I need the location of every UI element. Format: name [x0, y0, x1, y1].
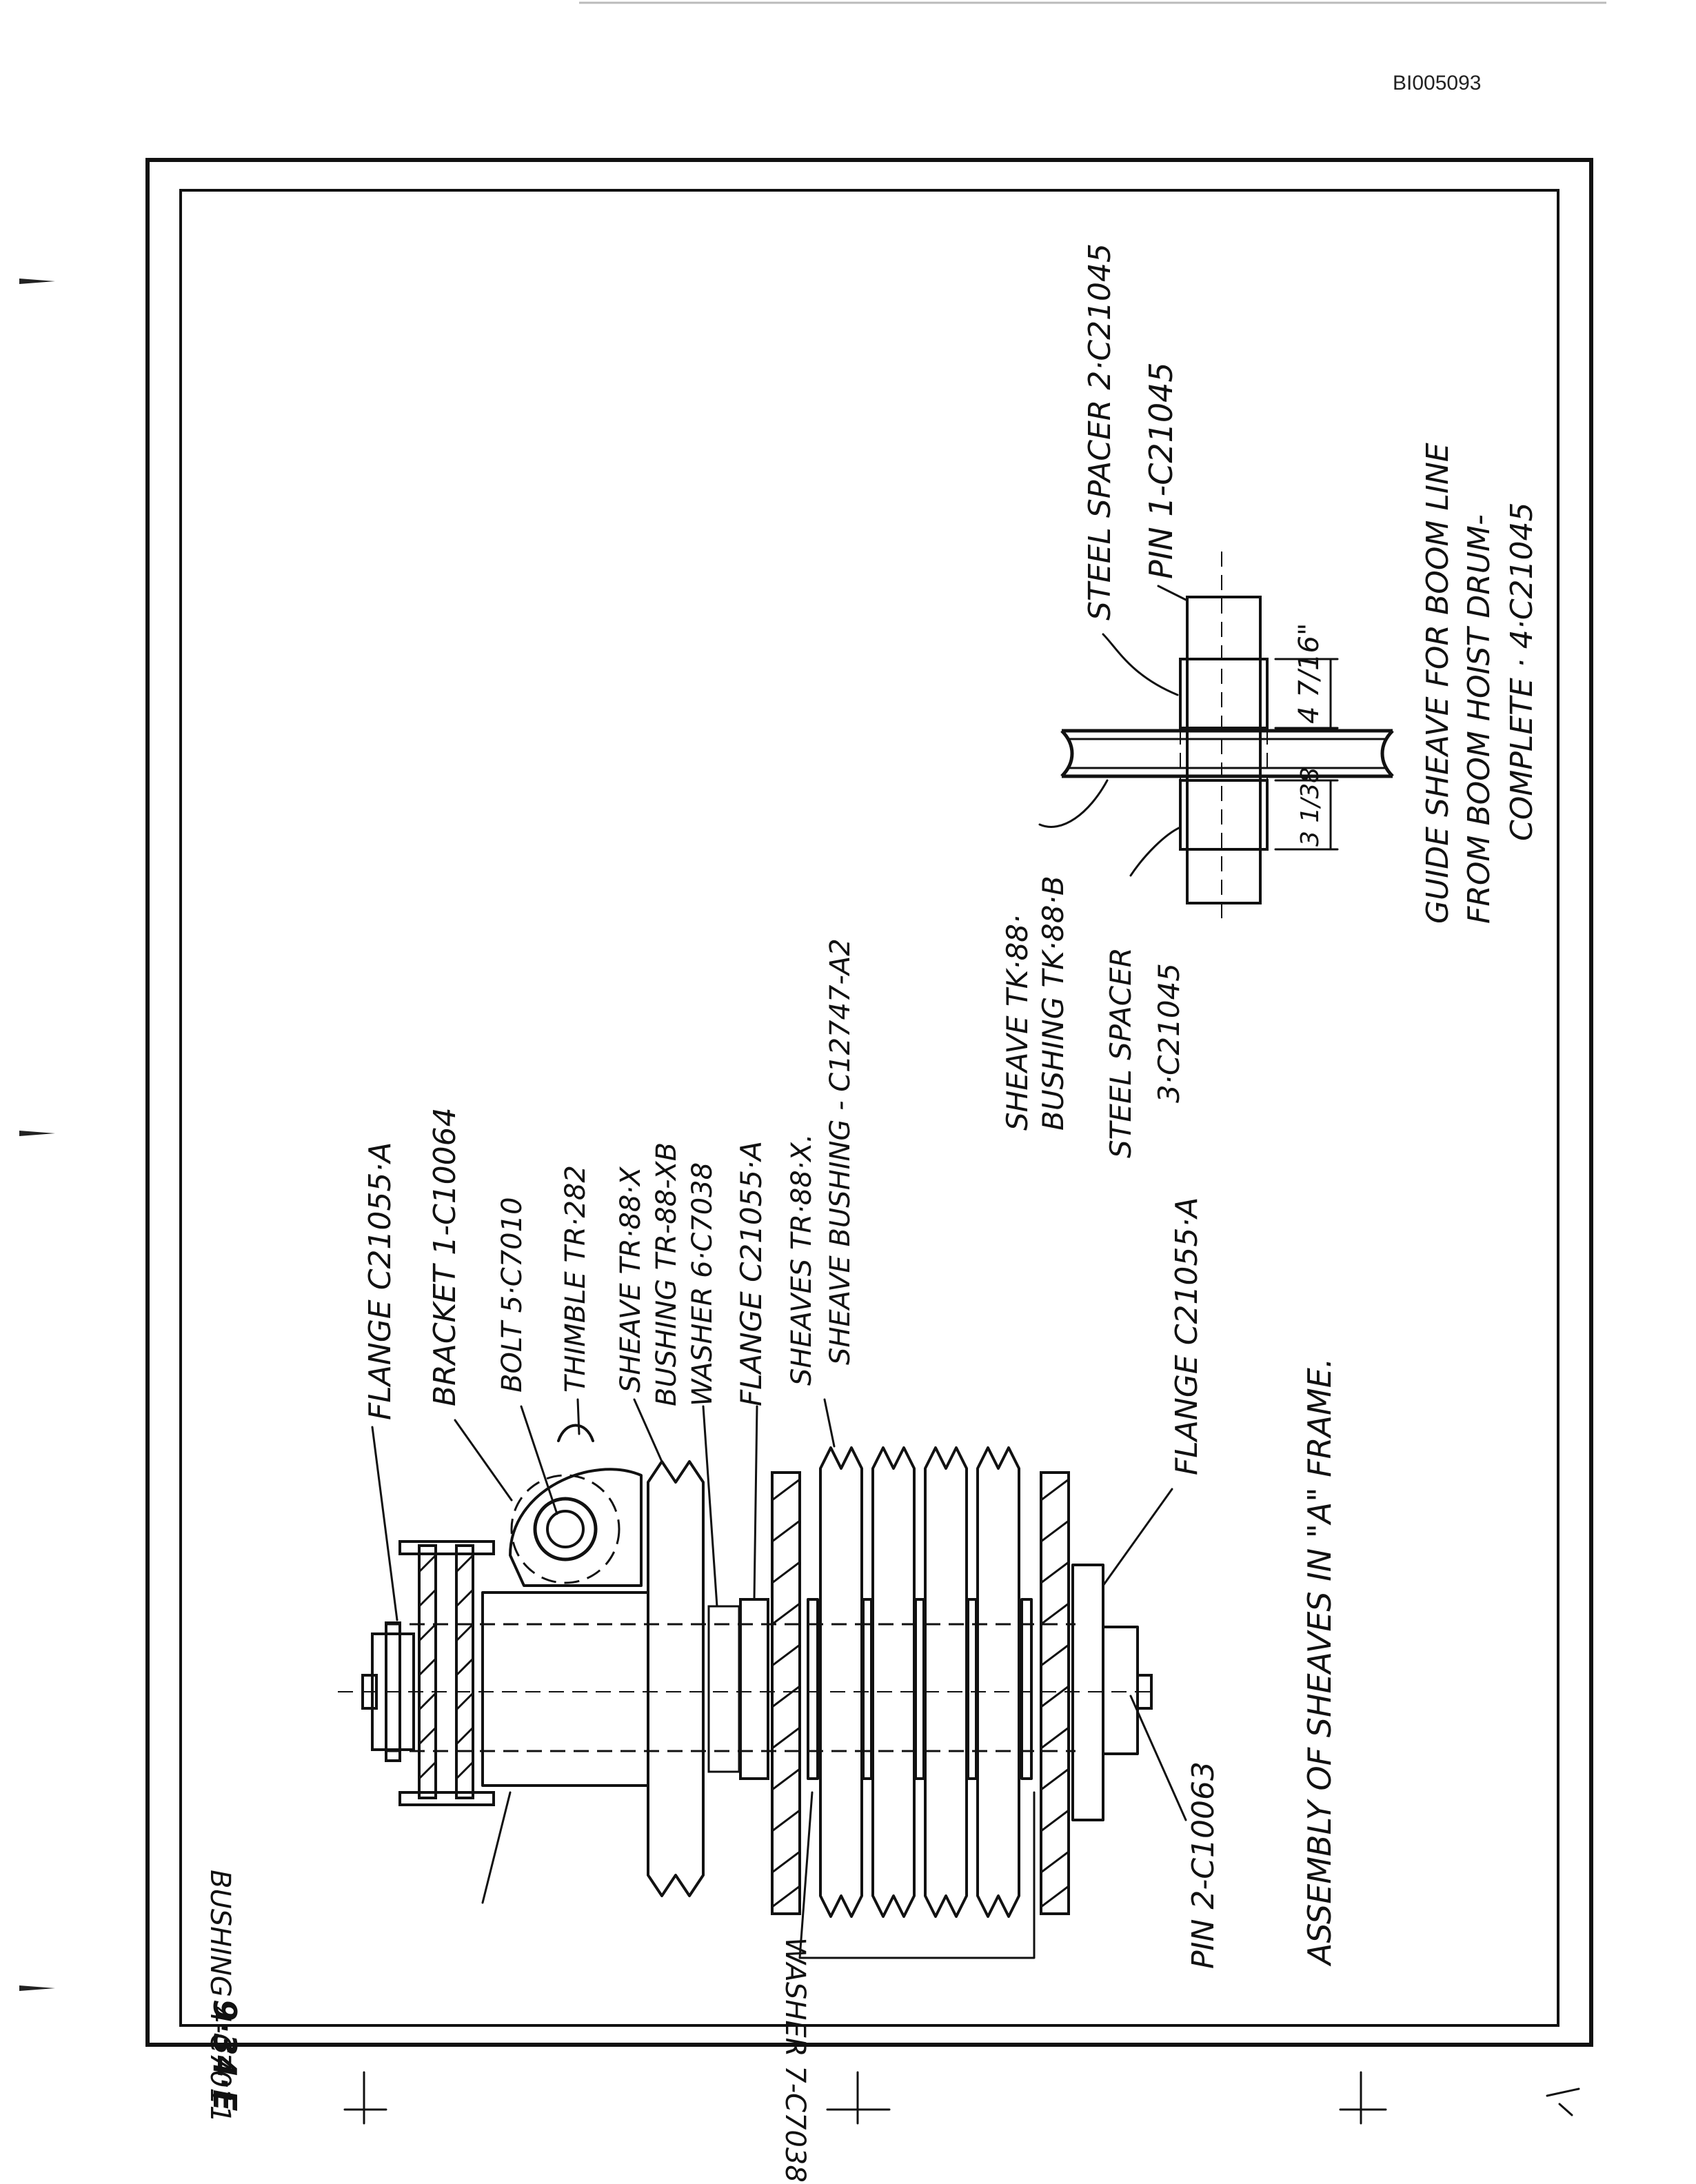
sheave-assembly — [338, 1398, 1187, 1959]
binder-mark-top — [19, 279, 55, 284]
sheave-single — [647, 1460, 705, 1897]
guide-title-line3: COMPLETE · 4·C21045 — [1504, 503, 1539, 841]
top-nut — [361, 1674, 378, 1710]
inner-border — [179, 189, 1559, 2027]
label-bracket: BRACKET 1-C10064 — [427, 1107, 463, 1406]
flange-bottom — [1071, 1564, 1104, 1821]
label-washer-7: WASHER 7-C7038 — [779, 1937, 811, 2183]
assembly-title: ASSEMBLY OF SHEAVES IN "A" FRAME. — [1301, 1358, 1338, 1967]
bracket-body — [481, 1591, 649, 1787]
washer-6 — [707, 1605, 740, 1773]
document-id: BI005093 — [1393, 72, 1482, 94]
label-flange-mid: FLANGE C21055·A — [734, 1141, 768, 1406]
bracket-top-plates — [398, 1540, 495, 1806]
label-sheave-bushing: SHEAVE BUSHING - C12747-A2 — [825, 938, 856, 1365]
thimble-outline — [510, 1474, 620, 1584]
label-flange-top: FLANGE C21055·A — [363, 1142, 398, 1421]
sheave-stack — [807, 1446, 1033, 1918]
label-washer-6: WASHER 6·C7038 — [687, 1162, 718, 1406]
assembly-leaders — [371, 1398, 1187, 1959]
steel-spacer-lower — [1179, 779, 1269, 851]
sheet-number: 9·34·E — [206, 1999, 243, 2111]
label-sheave-tk: SHEAVE TK·88· — [1000, 915, 1034, 1131]
label-bushing-tr: BUSHING TR-88-XB — [651, 1142, 683, 1406]
pin-nut — [1136, 1674, 1153, 1710]
dimension-lower: 3 1/38 — [1296, 767, 1324, 847]
registration-marks — [343, 2071, 1580, 2125]
guide-sheave-disc — [1060, 729, 1394, 778]
label-bushing-tk: BUSHING TK·88·B — [1036, 876, 1070, 1131]
label-bolt: BOLT 5·C7010 — [496, 1197, 528, 1393]
thimble-ring — [533, 1497, 598, 1561]
guide-title-line2: FROM BOOM HOIST DRUM- — [1462, 514, 1497, 924]
label-steel-spacer-3: STEEL SPACER — [1104, 947, 1138, 1158]
outer-border — [145, 158, 1593, 2047]
bolt-circle — [546, 1510, 585, 1548]
label-bushing-4: BUSHING 4-C7011 — [204, 1870, 236, 2123]
label-thimble: THIMBLE TR·282 — [560, 1165, 592, 1393]
binder-mark-bottom — [19, 1985, 55, 1991]
dimension-upper: 4 7/16" — [1293, 623, 1325, 724]
label-steel-spacer-3-code: 3·C21045 — [1152, 963, 1186, 1103]
dimension-lines — [1274, 658, 1339, 851]
binder-mark-middle — [19, 1131, 55, 1136]
frame-side-plates — [771, 1471, 1070, 1915]
steel-spacer-upper — [1179, 658, 1269, 729]
guide-pin — [1186, 596, 1262, 904]
guide-leaders — [1038, 585, 1187, 877]
label-sheave: SHEAVE TR·88·X — [615, 1166, 647, 1393]
label-steel-spacer-2: STEEL SPACER 2·C21045 — [1082, 243, 1118, 620]
pin-head — [1102, 1626, 1139, 1755]
guide-title-line1: GUIDE SHEAVE FOR BOOM LINE — [1420, 443, 1455, 924]
label-pin-2: PIN 2-C10063 — [1186, 1761, 1221, 1969]
label-flange-bottom: FLANGE C21055·A — [1169, 1197, 1204, 1476]
thimble-loop — [557, 1424, 594, 1442]
label-pin-1: PIN 1-C21045 — [1142, 362, 1180, 579]
label-sheaves-multi: SHEAVES TR·88·X. — [786, 1133, 818, 1386]
top-flange — [371, 1621, 415, 1762]
guide-sheave — [1038, 552, 1394, 924]
